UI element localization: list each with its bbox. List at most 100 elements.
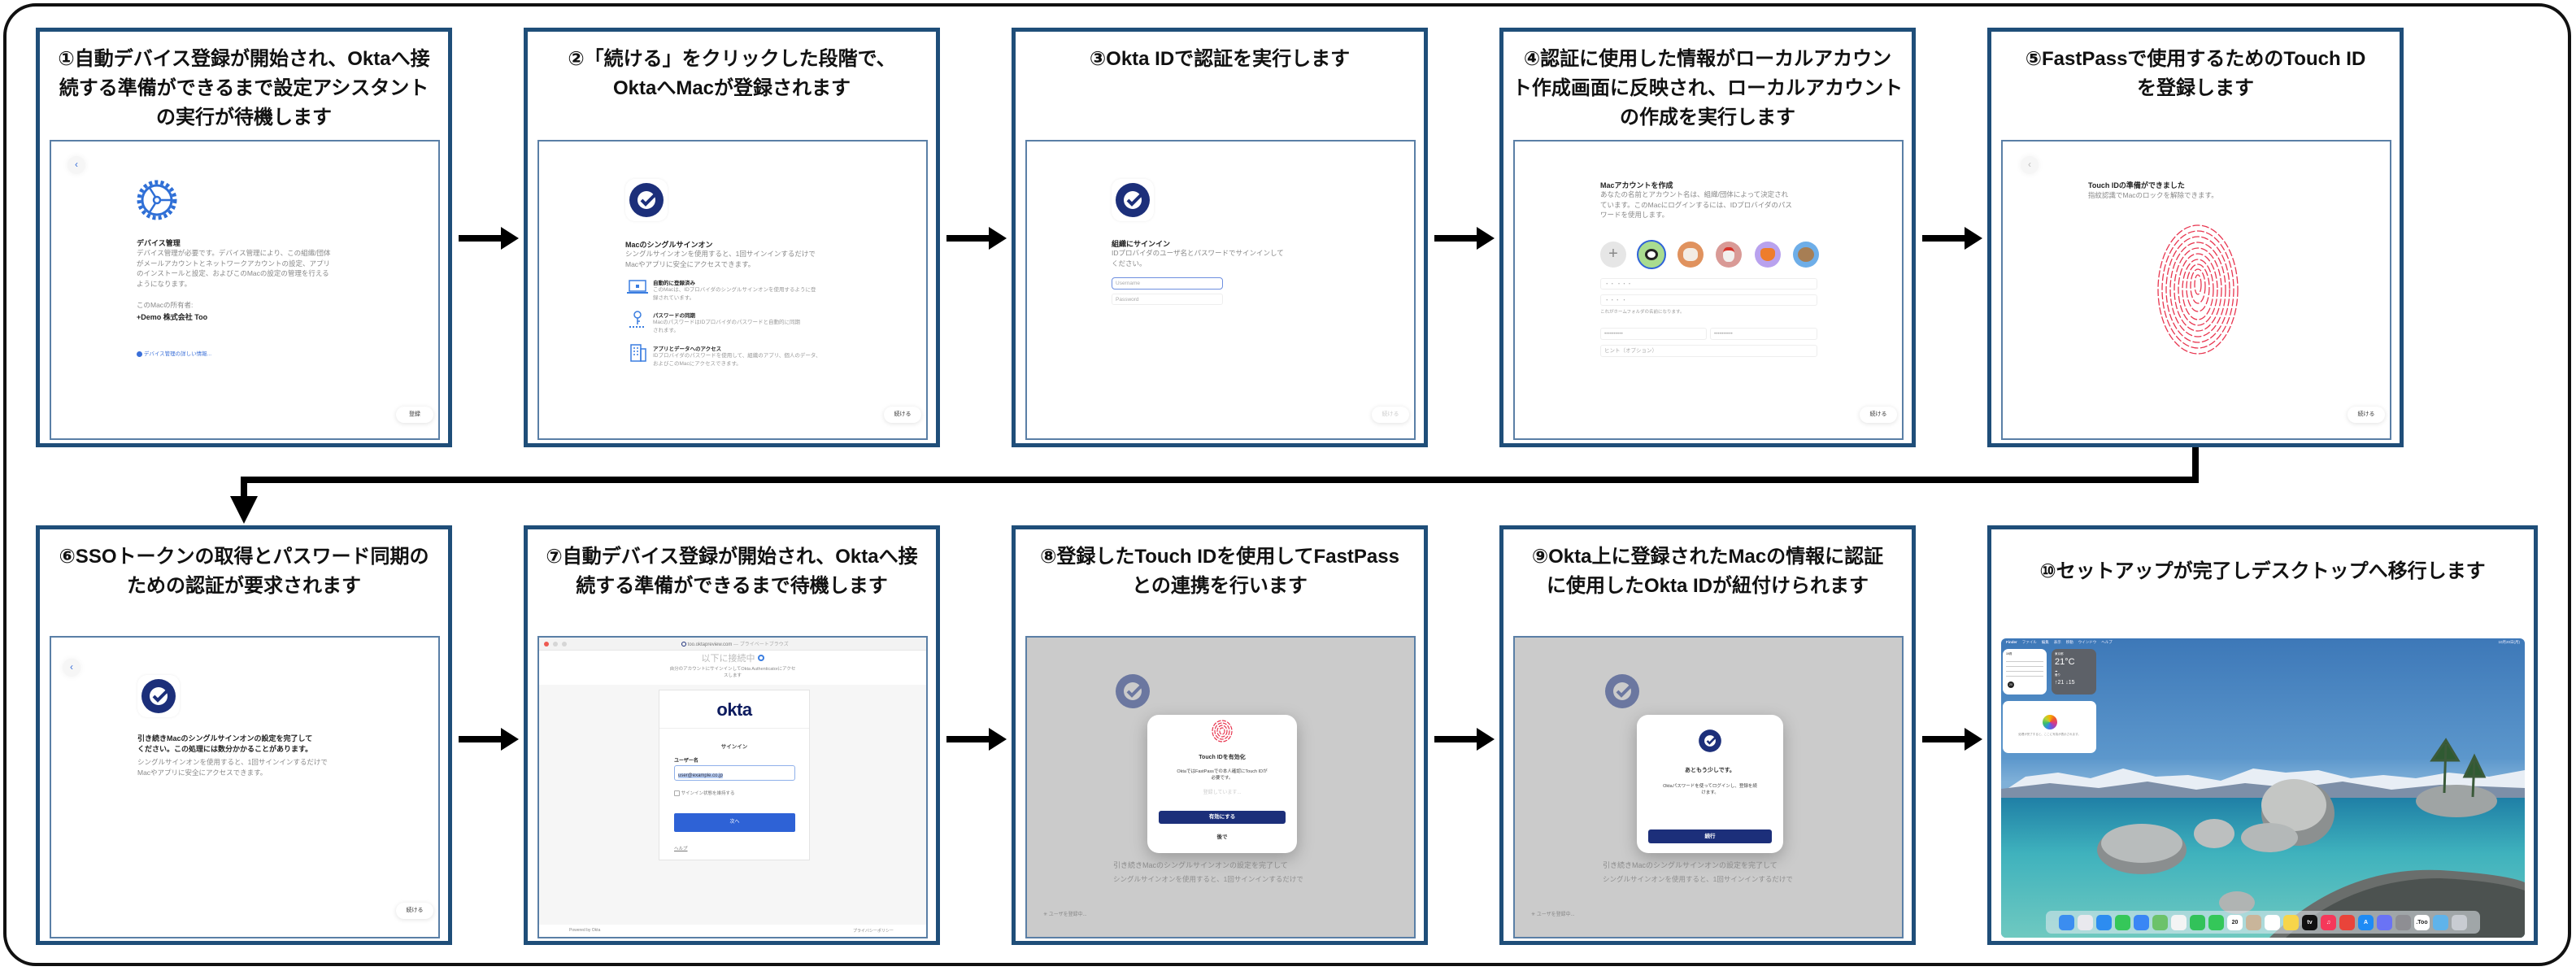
menu-clock[interactable]: 10月20日(月) xyxy=(2498,640,2520,644)
okta-verify-app-icon xyxy=(625,179,668,221)
back-button[interactable]: ‹ xyxy=(67,156,85,174)
title-line: ⑩セットアップが完了しデスクトップへ移行します xyxy=(2039,560,2486,582)
verify-password-input[interactable]: •••••••••• xyxy=(1710,328,1817,340)
dock-icon-contacts[interactable] xyxy=(2246,914,2261,930)
dock-icon-safari[interactable] xyxy=(2096,914,2112,930)
okta-verify-icon-dimmed xyxy=(1601,670,1643,712)
account-name-input[interactable]: ・・・ ・ xyxy=(1600,294,1817,306)
dock-icon-phone[interactable] xyxy=(2208,914,2224,930)
dock-icon-finder[interactable] xyxy=(2059,914,2074,930)
enable-touch-id-button[interactable]: 有効にする xyxy=(1159,811,1286,824)
weather-widget[interactable]: 東京都 21°C ☁ 曇り ↑21 ↓15 xyxy=(2052,649,2096,695)
status-text: ✳ ユーザを登録中... xyxy=(1531,912,1575,917)
menu-item[interactable]: ウインドウ xyxy=(2078,640,2097,644)
menu-item[interactable]: 編集 xyxy=(2041,640,2049,644)
username-input[interactable]: user@example.co.jp xyxy=(674,765,795,781)
avatar-fox[interactable] xyxy=(1755,242,1781,268)
menu-item[interactable]: ヘルプ xyxy=(2101,640,2113,644)
password-input[interactable]: Password xyxy=(1112,294,1223,305)
continue-button[interactable]: 続ける xyxy=(1372,407,1409,423)
arrow-down xyxy=(230,496,258,524)
dock-icon-system-settings[interactable] xyxy=(2395,914,2411,930)
dock-icon-maps[interactable] xyxy=(2152,914,2168,930)
address-bar[interactable]: too.oktapreview.com — プライベートブラウズ xyxy=(681,640,789,647)
back-button[interactable]: ‹ xyxy=(63,659,80,677)
dock-icon-messages[interactable] xyxy=(2115,914,2130,930)
title-line: ための認証が要求されます xyxy=(127,575,361,597)
dock-icon-too-app[interactable]: .Too xyxy=(2414,914,2430,930)
step-title: ①自動デバイス登録が開始され、Oktaへ接 続する準備ができるまで設定アシスタン… xyxy=(40,45,448,133)
dock-icon-downloads[interactable] xyxy=(2433,914,2448,930)
okta-verify-app-icon xyxy=(137,675,180,717)
dock-icon-launchpad[interactable] xyxy=(2078,914,2093,930)
privacy-policy-link[interactable]: プライバシーポリシー xyxy=(853,929,894,934)
continue-button[interactable]: 続ける xyxy=(1860,407,1897,423)
title-line: の実行が待機します xyxy=(156,107,332,128)
connection-description: 自分のアカウントにサインインしてOkta Authenticatorにアクセスし… xyxy=(669,667,796,678)
minimize-window-button[interactable] xyxy=(553,642,558,647)
menu-item[interactable]: Finder xyxy=(2006,640,2017,644)
arrow-right xyxy=(459,728,519,751)
dock-icon-tv[interactable]: tv xyxy=(2302,914,2317,930)
password-hint-input[interactable]: ヒント（オプション） xyxy=(1600,345,1817,357)
dock-icon-mail[interactable] xyxy=(2134,914,2149,930)
dock-icon-trash[interactable] xyxy=(2452,914,2467,930)
title-line: ③Okta IDで認証を実行します xyxy=(1089,48,1351,70)
menu-item[interactable]: ファイル xyxy=(2021,640,2037,644)
enroll-button[interactable]: 登録 xyxy=(396,407,433,423)
dock-icon-launch[interactable] xyxy=(2339,914,2355,930)
dock-icon-music[interactable]: ♫ xyxy=(2321,914,2336,930)
feature-item: パスワードの同期 MacのパスワードはIDプロバイダのパスワードと自動的に同期さ… xyxy=(653,313,801,333)
continue-button[interactable]: 続ける xyxy=(396,903,433,919)
next-button[interactable]: 次へ xyxy=(674,813,795,832)
dialog-title: Touch IDを有効化 xyxy=(1199,755,1246,760)
password-input[interactable]: •••••••••• xyxy=(1600,328,1707,340)
close-window-button[interactable] xyxy=(544,642,549,647)
cloud-icon: ☁ xyxy=(2055,669,2058,673)
continue-button[interactable]: 続ける xyxy=(884,407,921,423)
registering-text: 登録しています... xyxy=(1203,790,1242,795)
avatar-panda[interactable] xyxy=(1637,240,1666,269)
full-name-input[interactable]: ・・ ・・・ xyxy=(1600,278,1817,290)
later-button[interactable]: 後で xyxy=(1216,834,1228,840)
avatar-owl[interactable] xyxy=(1793,242,1819,268)
step-title: ④認証に使用した情報がローカルアカウン ト作成画面に反映され、ローカルアカウント… xyxy=(1503,45,1912,133)
dock-icon-iphone-mirroring[interactable] xyxy=(2377,914,2392,930)
dock-icon-reminders[interactable] xyxy=(2265,914,2280,930)
more-info-link[interactable]: デバイス管理の詳しい情報... xyxy=(137,349,211,357)
okta-favicon xyxy=(681,642,686,647)
username-input[interactable]: Username xyxy=(1112,277,1223,290)
owner-label: このMacの所有者: xyxy=(137,301,194,309)
dock-icon-notes[interactable] xyxy=(2283,914,2299,930)
maximize-window-button[interactable] xyxy=(562,642,567,647)
back-button[interactable]: ‹ xyxy=(2021,156,2039,174)
continue-button[interactable]: 続行 xyxy=(1648,829,1772,843)
avatar-cow[interactable] xyxy=(1677,242,1704,268)
menu-item[interactable]: 移動 xyxy=(2065,640,2073,644)
step-title: ⑤FastPassで使用するためのTouch ID を登録します xyxy=(1991,45,2400,103)
building-icon xyxy=(630,344,646,362)
continue-button[interactable]: 続ける xyxy=(2348,407,2385,423)
description: デバイス管理が必要です。デバイス管理により、この組織/団体がメールアカウントとネ… xyxy=(137,249,331,288)
help-link[interactable]: ヘルプ xyxy=(674,847,688,851)
step-3-panel: ③Okta IDで認証を実行します 組織にサインイン IDプロバイダのユーザ名と… xyxy=(1012,28,1428,447)
touch-id-screen: ‹ Touch IDの準備ができました 指紋認識でMacのロックを解除できます。… xyxy=(2001,140,2391,440)
description: IDプロバイダのユーザ名とパスワードでサインインしてください。 xyxy=(1112,249,1284,268)
dock-icon-calendar[interactable]: 20 xyxy=(2227,914,2243,930)
avatar-chicken[interactable] xyxy=(1716,242,1742,268)
laptop-lock-icon xyxy=(627,280,648,294)
title-line: ②「続ける」をクリックした段階で、 xyxy=(568,48,896,70)
dock-icon-facetime[interactable] xyxy=(2190,914,2205,930)
title-line: 続する準備ができるまで設定アシスタント xyxy=(59,77,429,99)
account-hint: これがホームフォルダの名前になります。 xyxy=(1600,310,1685,315)
add-avatar-button[interactable]: + xyxy=(1600,242,1626,268)
photos-widget[interactable]: 処理が完了すると、ここに写真が表示されます。 xyxy=(2003,701,2096,753)
dock-icon-photos[interactable] xyxy=(2171,914,2187,930)
remember-me-checkbox[interactable]: サインイン状態を維持する xyxy=(674,790,735,797)
dock-icon-app-store[interactable]: A xyxy=(2358,914,2374,930)
menu-item[interactable]: 表示 xyxy=(2053,640,2061,644)
title-line: OktaへMacが登録されます xyxy=(612,77,851,99)
step-6-panel: ⑥SSOトークンの取得とパスワード同期の ための認証が要求されます ‹ 引き続き… xyxy=(36,525,452,945)
calendar-widget[interactable]: 10月 20 xyxy=(2003,649,2047,695)
